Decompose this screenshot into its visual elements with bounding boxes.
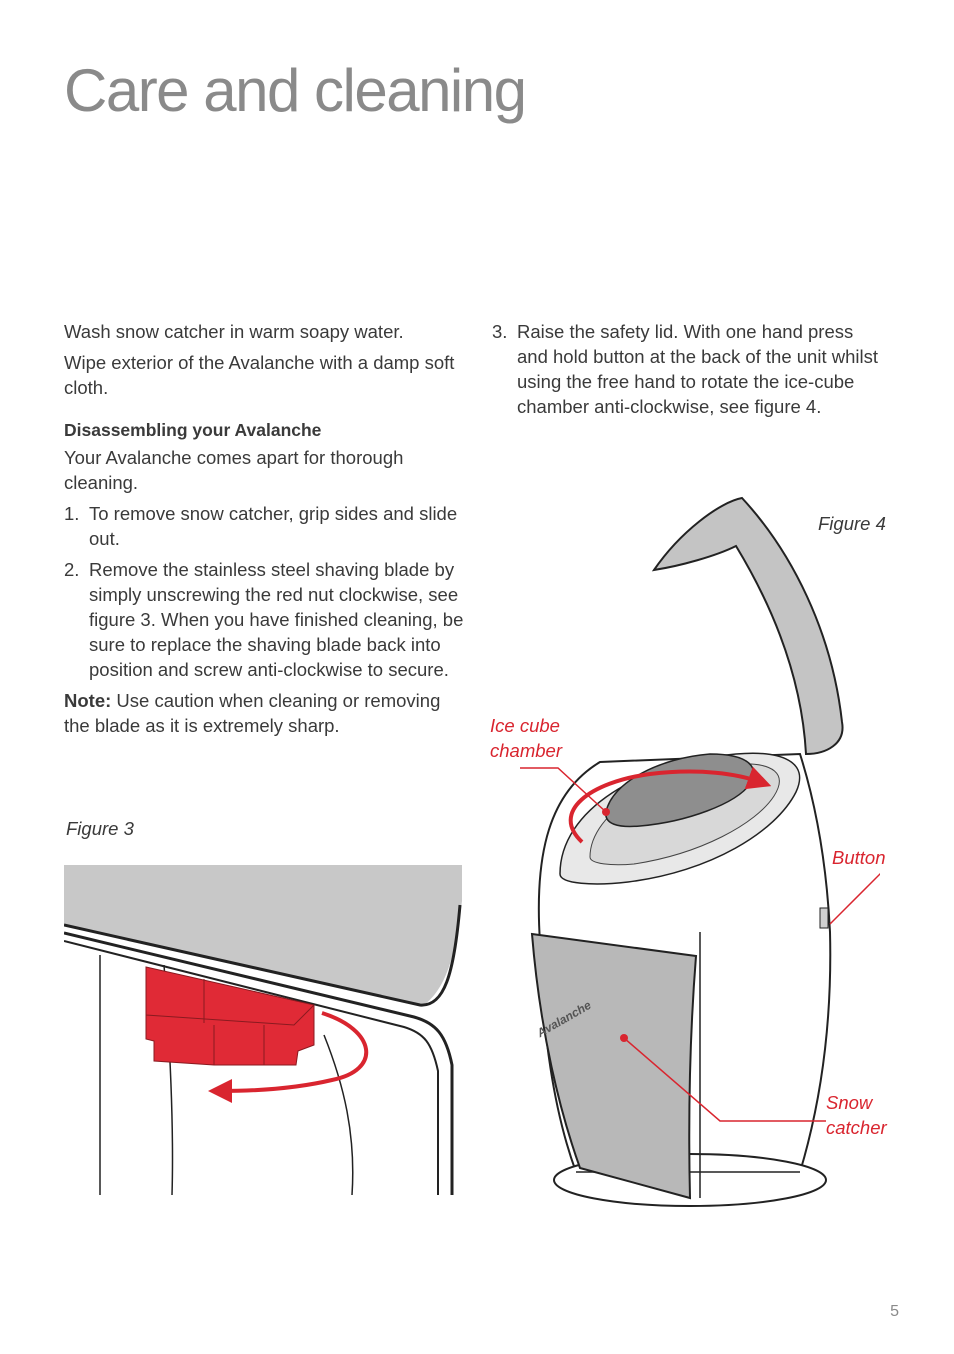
list-number: 3. xyxy=(492,321,508,342)
figure-3-caption: Figure 3 xyxy=(66,818,134,839)
note-label: Note: xyxy=(64,690,112,711)
left-column: Wash snow catcher in warm soapy water. W… xyxy=(64,319,464,744)
note-text: Use caution when cleaning or removing th… xyxy=(64,690,441,736)
section-heading: Disassembling your Avalanche xyxy=(64,420,322,440)
list-item: 2. Remove the stainless steel shaving bl… xyxy=(64,557,464,682)
list-item: 3. Raise the safety lid. With one hand p… xyxy=(492,319,882,419)
paragraph-wash: Wash snow catcher in warm soapy water. xyxy=(64,321,404,342)
list-text: Remove the stainless steel shaving blade… xyxy=(89,559,464,680)
note-paragraph: Note: Use caution when cleaning or remov… xyxy=(64,688,464,738)
list-item: 1. To remove snow catcher, grip sides an… xyxy=(64,501,464,551)
page-title: Care and cleaning xyxy=(64,57,527,124)
figure-4-illustration xyxy=(520,496,880,1207)
paragraph-wipe: Wipe exterior of the Avalanche with a da… xyxy=(64,352,455,398)
figure-3-illustration xyxy=(64,865,462,1195)
paragraph-intro: Your Avalanche comes apart for thorough … xyxy=(64,447,404,493)
list-number: 2. xyxy=(64,559,80,580)
list-text: Raise the safety lid. With one hand pres… xyxy=(517,321,878,417)
label-ice-cube-chamber: Ice cube chamber xyxy=(490,715,562,761)
right-column: 3. Raise the safety lid. With one hand p… xyxy=(492,319,882,425)
label-button: Button xyxy=(832,847,886,868)
label-snow-catcher: Snow catcher xyxy=(826,1092,887,1138)
figure-4-caption: Figure 4 xyxy=(818,513,886,534)
list-number: 1. xyxy=(64,503,80,524)
list-text: To remove snow catcher, grip sides and s… xyxy=(89,503,458,549)
page-number: 5 xyxy=(890,1303,899,1320)
